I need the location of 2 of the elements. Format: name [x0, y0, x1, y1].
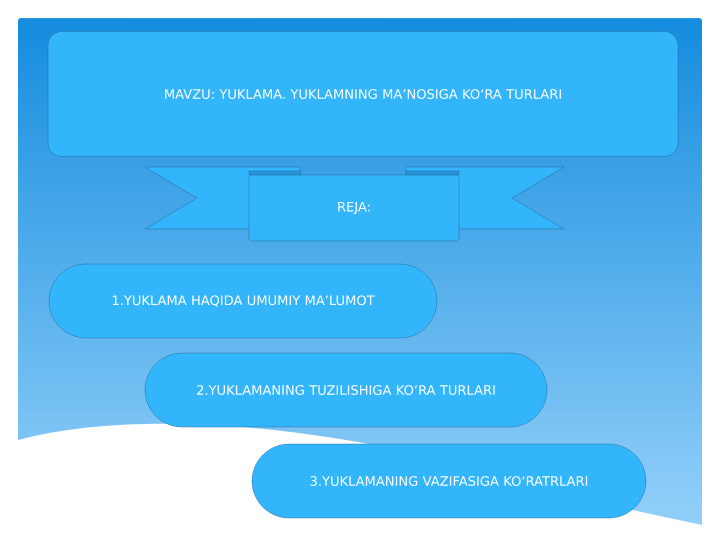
- title-box: MAVZU: YUKLAMA. YUKLAMNING MA’NOSIGA KO‘RA TURLARI: [48, 31, 678, 157]
- ribbon-banner: REJA:: [144, 166, 564, 242]
